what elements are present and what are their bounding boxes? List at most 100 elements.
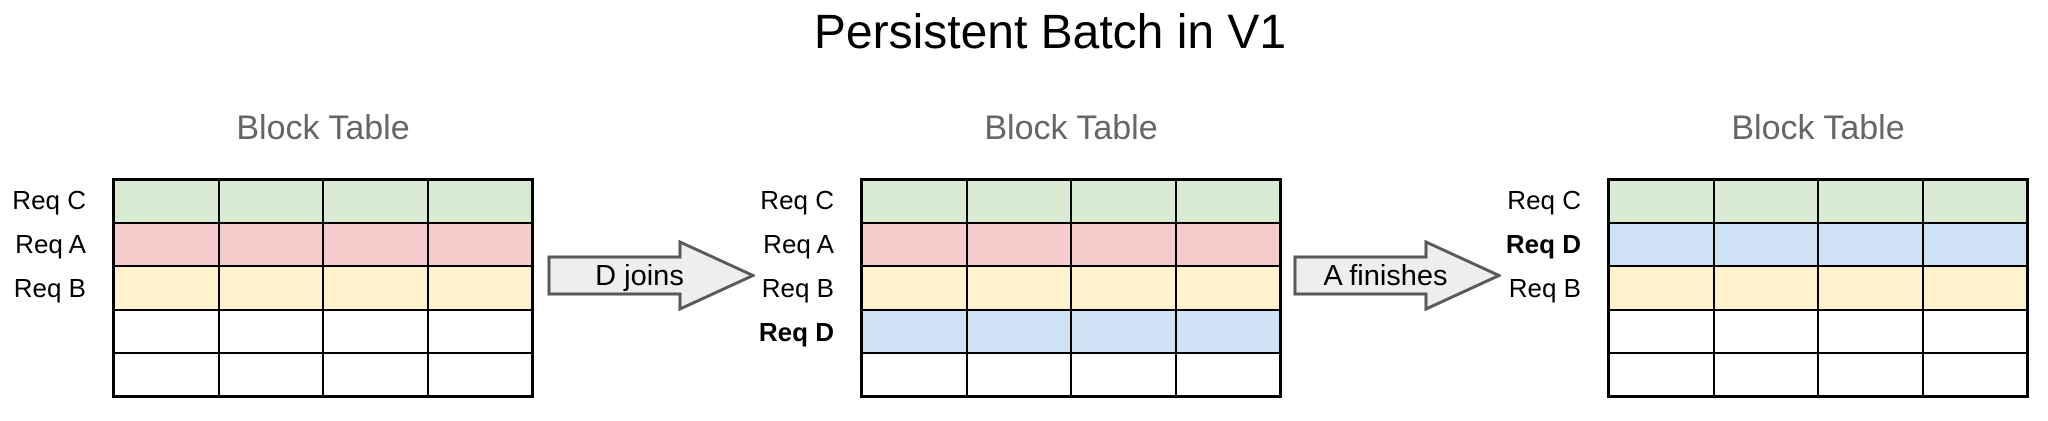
block-cell [427, 266, 532, 310]
block-cell [966, 223, 1071, 267]
block-cell [1609, 309, 1714, 353]
row-label-empty [0, 310, 86, 354]
block-cell [1818, 266, 1923, 310]
block-cell [1609, 180, 1714, 224]
block-cell [1175, 266, 1280, 310]
block-cell [1175, 309, 1280, 353]
block-cell [1175, 352, 1280, 397]
block-cell [1071, 352, 1176, 397]
block-cell [1713, 180, 1818, 224]
block-cell [1922, 180, 2027, 224]
block-cell [218, 352, 323, 397]
block-cell [114, 180, 219, 224]
block-row-req-b [862, 266, 1280, 310]
block-cell [1071, 309, 1176, 353]
block-cell [966, 352, 1071, 397]
row-label-req-b: Req B [1508, 272, 1581, 303]
row-label-req-a: Req A [15, 228, 86, 259]
row-label-req-d: Req D [758, 316, 834, 347]
block-table-heading: Block Table [984, 109, 1158, 147]
block-cell [1922, 223, 2027, 267]
block-cell [966, 266, 1071, 310]
right-arrow-icon [1293, 240, 1501, 312]
block-row-req-c [862, 180, 1280, 224]
row-label-req-b: Req B [761, 272, 834, 303]
block-table-panel-1: Block Table Req C Req A Req B [12, 108, 534, 400]
block-cell [1818, 309, 1923, 353]
block-cell [218, 309, 323, 353]
block-row-req-c [114, 180, 532, 224]
block-cell [1175, 223, 1280, 267]
block-row-req-b [1609, 266, 2027, 310]
block-cell [323, 266, 428, 310]
row-label-empty [1495, 354, 1581, 398]
row-label-empty [748, 354, 834, 398]
block-row-empty [1609, 352, 2027, 397]
block-cell [114, 352, 219, 397]
row-label-empty [0, 354, 86, 398]
block-cell [323, 309, 428, 353]
arrow-label: D joins [595, 259, 684, 292]
arrow-label: A finishes [1323, 259, 1448, 292]
block-table-heading: Block Table [1731, 109, 1905, 147]
block-cell [1922, 352, 2027, 397]
block-cell [1922, 266, 2027, 310]
block-cell [323, 180, 428, 224]
block-cell [427, 309, 532, 353]
row-label-req-d: Req D [1505, 228, 1581, 259]
block-cell [427, 180, 532, 224]
block-cell [1818, 352, 1923, 397]
block-cell [114, 266, 219, 310]
block-table-panel-2: Block Table Req C Req A Req B Req D [759, 108, 1282, 400]
block-cell [1071, 180, 1176, 224]
row-label-req-c: Req C [1507, 184, 1581, 215]
transition-arrow-d-joins: D joins [547, 240, 755, 312]
block-cell [427, 223, 532, 267]
block-cell [427, 352, 532, 397]
block-cell [966, 180, 1071, 224]
block-row-req-b [114, 266, 532, 310]
block-cell [1713, 309, 1818, 353]
block-cell [1713, 223, 1818, 267]
block-grid [112, 178, 534, 398]
block-cell [862, 180, 967, 224]
row-label-empty [1495, 310, 1581, 354]
block-cell [218, 266, 323, 310]
block-cell [862, 352, 967, 397]
row-label-req-b: Req B [13, 272, 86, 303]
block-grid [1607, 178, 2029, 398]
block-row-req-d [1609, 223, 2027, 267]
block-row-req-a [862, 223, 1280, 267]
block-cell [1713, 352, 1818, 397]
block-table-heading: Block Table [236, 109, 410, 147]
block-cell [1175, 180, 1280, 224]
block-cell [1922, 309, 2027, 353]
block-cell [1818, 180, 1923, 224]
row-labels: Req C Req A Req B Req D [748, 178, 834, 398]
block-cell [862, 309, 967, 353]
block-row-req-d [862, 309, 1280, 353]
block-row-req-a [114, 223, 532, 267]
row-label-req-c: Req C [760, 184, 834, 215]
block-cell [1071, 266, 1176, 310]
block-cell [323, 223, 428, 267]
block-cell [323, 352, 428, 397]
block-cell [218, 223, 323, 267]
block-cell [1713, 266, 1818, 310]
block-cell [114, 223, 219, 267]
row-labels: Req C Req A Req B [0, 178, 86, 398]
block-row-empty [114, 309, 532, 353]
block-cell [862, 223, 967, 267]
page-title: Persistent Batch in V1 [813, 6, 1287, 59]
block-cell [1609, 352, 1714, 397]
block-cell [1071, 223, 1176, 267]
block-cell [1818, 223, 1923, 267]
row-label-req-a: Req A [763, 228, 834, 259]
row-label-req-c: Req C [12, 184, 86, 215]
block-row-empty [862, 352, 1280, 397]
block-cell [114, 309, 219, 353]
block-cell [1609, 223, 1714, 267]
block-cell [862, 266, 967, 310]
row-labels: Req C Req D Req B [1495, 178, 1581, 398]
